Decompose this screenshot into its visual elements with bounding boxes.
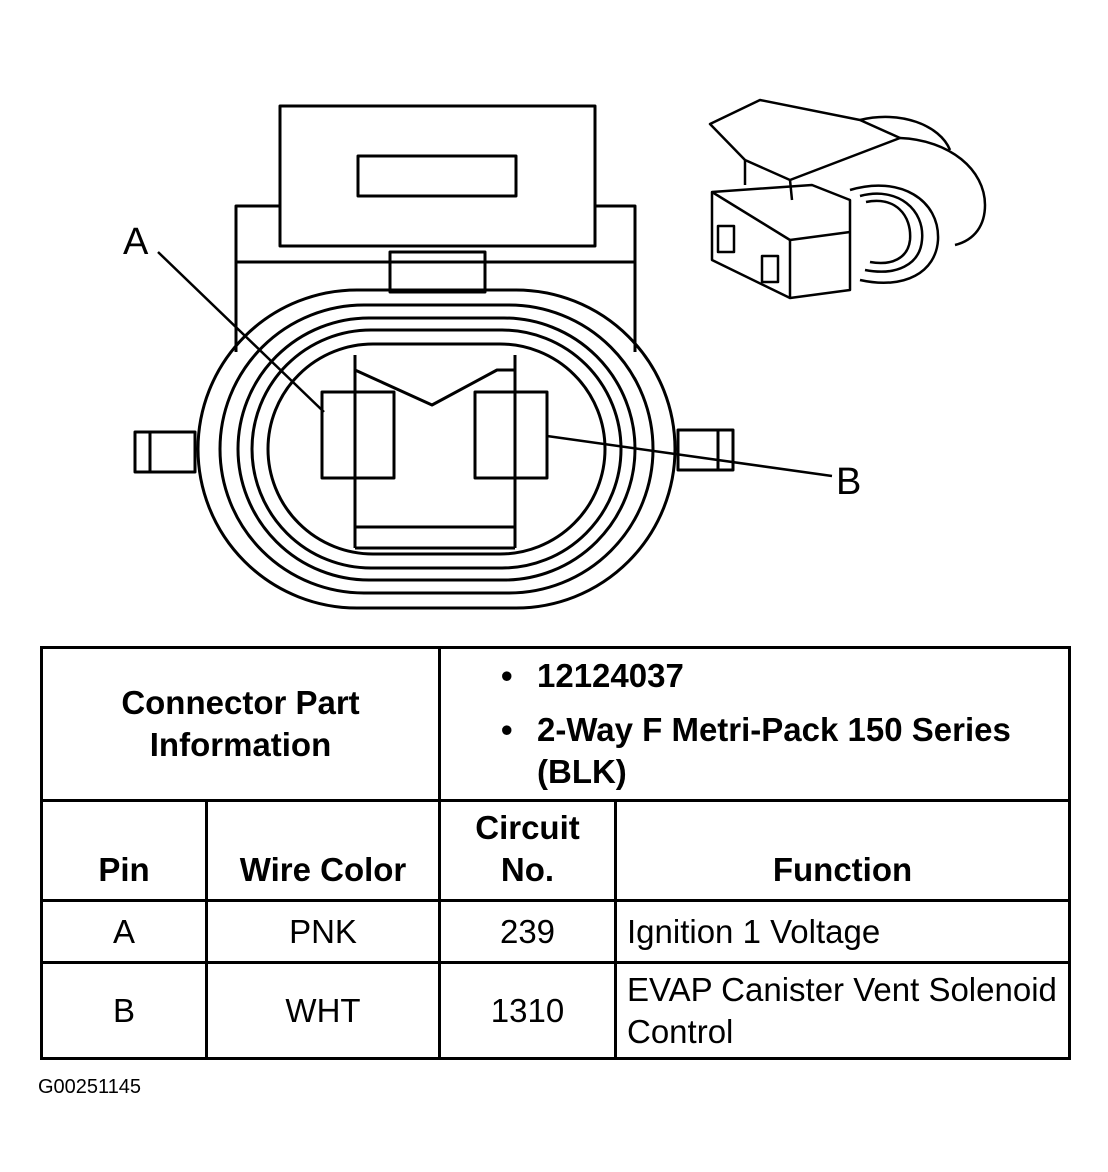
- connector-lock-tab: [234, 104, 637, 294]
- table-row: A PNK 239 Ignition 1 Voltage: [40, 899, 1071, 964]
- col-header-wire-color: Wire Color: [205, 799, 441, 902]
- connector-info-table: Connector Part Information 12124037 2-Wa…: [40, 646, 1071, 1060]
- pin-a-cavity: [320, 390, 396, 480]
- pin-b-leader: [546, 434, 833, 478]
- part-number: 12124037: [501, 655, 1058, 697]
- table-row: B WHT 1310 EVAP Canister Vent Solenoid C…: [40, 961, 1071, 1060]
- row-pin: A: [40, 899, 208, 964]
- connector-description: 2-Way F Metri-Pack 150 Series (BLK): [501, 709, 1058, 793]
- info-header: Connector Part Information: [121, 684, 360, 763]
- connector-side-ears: [133, 428, 735, 474]
- column-header-row: Pin Wire Color Circuit No. Function: [40, 799, 1071, 902]
- row-circuit: 239: [438, 899, 617, 964]
- pin-a-label: A: [123, 221, 149, 263]
- row-function: Ignition 1 Voltage: [614, 899, 1071, 964]
- info-header-cell: Connector Part Information: [40, 646, 441, 802]
- row-pin: B: [40, 961, 208, 1060]
- connector-iso-view: [708, 98, 987, 300]
- row-wire-color: PNK: [205, 899, 441, 964]
- row-circuit: 1310: [438, 961, 617, 1060]
- row-wire-color: WHT: [205, 961, 441, 1060]
- row-function: EVAP Canister Vent Solenoid Control: [614, 961, 1071, 1060]
- pin-a-leader: [157, 251, 325, 413]
- pin-b-label: B: [836, 461, 861, 503]
- col-header-pin: Pin: [40, 799, 208, 902]
- col-header-circuit: Circuit No.: [438, 799, 617, 902]
- pin-b-cavity: [473, 390, 549, 480]
- figure-code: G00251145: [38, 1076, 142, 1098]
- info-row: Connector Part Information 12124037 2-Wa…: [40, 646, 1071, 802]
- connector-diagram: A B: [123, 98, 987, 610]
- col-header-function: Function: [614, 799, 1071, 902]
- connector-body: [196, 248, 677, 610]
- info-values-cell: 12124037 2-Way F Metri-Pack 150 Series (…: [438, 646, 1071, 802]
